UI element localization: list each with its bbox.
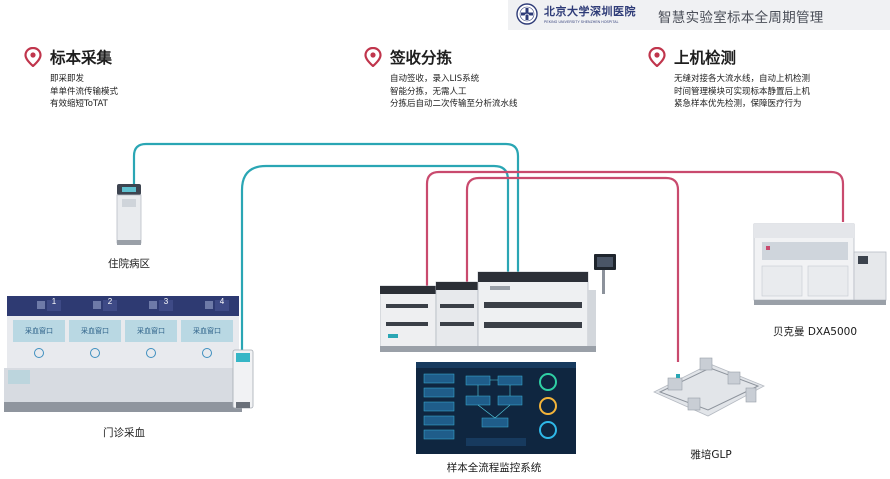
- stage-collection: 标本采集 即采即发 单单件流传输模式 有效缩短ToTAT: [24, 46, 118, 111]
- stage-desc-line: 有效缩短ToTAT: [50, 99, 108, 109]
- hospital-name-cn: 北京大学深圳医院: [544, 5, 636, 18]
- window-sign: 采血窗口: [69, 320, 121, 342]
- window-dial-icon: [90, 348, 100, 358]
- hospital-name-en: PEKING UNIVERSITY SHENZHEN HOSPITAL: [544, 20, 619, 24]
- hospital-emblem-icon: [516, 3, 538, 29]
- blood-window: 1 采血窗口: [13, 296, 65, 376]
- stage-desc-line: 即采即发: [50, 74, 85, 84]
- teal-connector-ward: [132, 142, 520, 278]
- stage-title: 标本采集: [50, 49, 113, 67]
- header-bar: 北京大学深圳医院 PEKING UNIVERSITY SHENZHEN HOSP…: [508, 0, 890, 30]
- stage-sorting: 签收分拣 自动签收，录入LIS系统 智能分拣，无需人工 分拣后自动二次传输至分析…: [364, 46, 518, 111]
- glp-track-system: [648, 348, 770, 428]
- blood-window: 3 采血窗口: [125, 296, 177, 376]
- monitor-caption: 样本全流程监控系统: [446, 462, 542, 474]
- window-number: 1: [51, 297, 57, 306]
- window-sign: 采血窗口: [181, 320, 233, 342]
- stage-desc-line: 自动签收，录入LIS系统: [390, 74, 480, 84]
- window-number: 3: [163, 297, 169, 306]
- window-dial-icon: [34, 348, 44, 358]
- stage-desc-line: 无缝对接各大流水线，自动上机检测: [674, 74, 811, 84]
- map-pin-icon: [24, 46, 42, 71]
- map-pin-icon: [364, 46, 382, 71]
- page-title: 智慧实验室标本全周期管理: [658, 10, 824, 26]
- stage-desc-line: 单单件流传输模式: [50, 86, 119, 97]
- window-sign: 采血窗口: [125, 320, 177, 342]
- pink-connector-glp: [465, 176, 680, 362]
- pink-connector-beckman: [425, 170, 845, 286]
- window-number: 4: [219, 297, 225, 306]
- monitoring-dashboard: [416, 362, 576, 454]
- stage-testing: 上机检测 无缝对接各大流水线，自动上机检测 时间管理模块可实现标本静置后上机 紧…: [648, 46, 810, 111]
- sample-sorting-machine: [379, 250, 630, 354]
- map-pin-icon: [648, 46, 666, 71]
- outpatient-caption: 门诊采血: [103, 427, 145, 439]
- blood-collection-station: [4, 294, 254, 416]
- window-dial-icon: [202, 348, 212, 358]
- stage-desc-line: 智能分拣，无需人工: [390, 86, 467, 97]
- ward-caption: 住院病区: [108, 258, 150, 270]
- hospital-logo: 北京大学深圳医院 PEKING UNIVERSITY SHENZHEN HOSP…: [544, 3, 636, 24]
- glp-caption: 雅培GLP: [690, 449, 732, 461]
- blood-window: 2 采血窗口: [69, 296, 121, 376]
- beckman-caption: 贝克曼 DXA5000: [772, 326, 858, 338]
- stage-desc-line: 时间管理模块可实现标本静置后上机: [674, 86, 811, 97]
- window-dial-icon: [146, 348, 156, 358]
- teal-connector-outpatient: [240, 164, 510, 356]
- beckman-analyzer: [752, 218, 888, 308]
- stage-desc-line: 分拣后自动二次传输至分析流水线: [390, 99, 518, 109]
- stage-title: 上机检测: [674, 49, 737, 67]
- window-number: 2: [107, 297, 113, 306]
- ward-tube-station: [114, 184, 144, 246]
- window-sign: 采血窗口: [13, 320, 65, 342]
- stage-title: 签收分拣: [390, 49, 453, 67]
- stage-desc-line: 紧急样本优先检测，保障医疗行为: [674, 99, 802, 109]
- blood-window: 4 采血窗口: [181, 296, 233, 376]
